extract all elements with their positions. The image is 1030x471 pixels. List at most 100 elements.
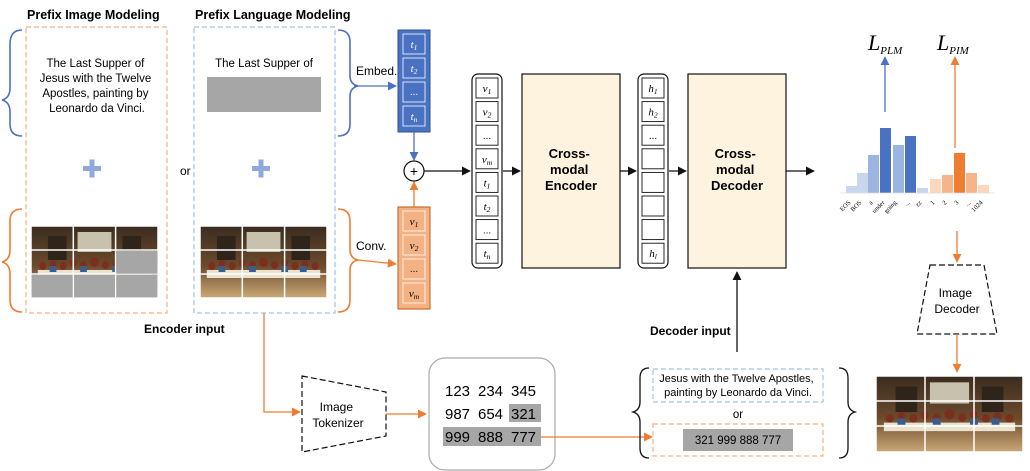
token-code: 321 bbox=[511, 406, 536, 423]
decoder-label: Cross- modal Decoder bbox=[711, 146, 763, 193]
image-tokenizer-label: Image Tokenizer bbox=[312, 400, 363, 430]
text-token-label: tn bbox=[411, 111, 418, 124]
decoder-code-option: 321 999 888 777 bbox=[695, 435, 781, 447]
vocab-label: ... bbox=[964, 199, 973, 208]
token-code: 987 bbox=[445, 406, 470, 423]
cross-modal-decoder-block bbox=[687, 73, 787, 269]
right-brace-image bbox=[337, 208, 359, 313]
token-code: 234 bbox=[478, 383, 503, 400]
hidden-state-cell bbox=[641, 242, 665, 264]
image-token-cell bbox=[402, 210, 426, 232]
loss-pim: LPIM bbox=[936, 30, 970, 57]
code-highlight bbox=[509, 404, 541, 422]
decoder-text-option-box bbox=[652, 368, 824, 403]
distribution-bar bbox=[917, 188, 928, 193]
distribution-bar bbox=[893, 145, 904, 193]
image-decoder-block bbox=[916, 264, 998, 335]
distribution-bar bbox=[966, 173, 977, 193]
distribution-bar bbox=[905, 136, 916, 193]
text-token-label: ... bbox=[410, 87, 418, 98]
image-token-label: ... bbox=[410, 264, 418, 275]
encoder-seq-label: t2 bbox=[484, 201, 491, 214]
encoder-seq-cell bbox=[475, 219, 499, 241]
code-highlight bbox=[443, 427, 541, 446]
masked-patch bbox=[31, 274, 73, 298]
hidden-state-label: ... bbox=[649, 131, 657, 142]
token-code-grid: 123 234 345 987 654 321 999 888 777 bbox=[445, 383, 536, 446]
cross-modal-encoder-block bbox=[521, 73, 621, 269]
hidden-state-cell bbox=[641, 171, 665, 193]
image-token-column: v1 v2 ... vm bbox=[397, 206, 431, 310]
or-label: or bbox=[180, 164, 191, 178]
token-distribution-bars bbox=[840, 128, 995, 194]
encoder-seq-cell bbox=[475, 195, 499, 217]
prefix-image-header: Prefix Image Modeling bbox=[27, 8, 160, 22]
vocab-label: 3 bbox=[953, 199, 960, 206]
hidden-state-label: h1 bbox=[648, 83, 657, 96]
token-code: 654 bbox=[478, 406, 503, 423]
hidden-state-cell bbox=[641, 101, 665, 123]
conv-arrow bbox=[357, 258, 397, 268]
hidden-state-label: h2 bbox=[648, 107, 658, 120]
painting-prefix-image bbox=[30, 225, 159, 299]
encoder-seq-label: ... bbox=[483, 226, 491, 237]
encoder-seq-label: v1 bbox=[483, 83, 492, 96]
distribution-bar bbox=[857, 173, 868, 193]
token-code: 123 bbox=[445, 383, 470, 400]
vocab-label: 2 bbox=[941, 199, 948, 206]
distribution-bar bbox=[954, 153, 965, 193]
text-token-cell bbox=[402, 81, 426, 103]
painting-prefix-language bbox=[199, 225, 328, 299]
decoder-input-label: Decoder input bbox=[650, 324, 731, 338]
text-token-cell bbox=[402, 33, 426, 55]
full-caption-text: The Last Supper of Jesus with the Twelve… bbox=[40, 58, 155, 115]
vocab-label: going bbox=[883, 199, 899, 215]
decoder-code-option-box bbox=[652, 423, 824, 457]
token-code: 888 bbox=[478, 429, 503, 446]
hidden-state-cells: h1 h2... hl bbox=[641, 77, 665, 264]
text-token-label: t2 bbox=[411, 63, 418, 76]
left-brace-image bbox=[1, 208, 23, 313]
image-token-cell bbox=[402, 258, 426, 280]
image-to-tokenizer-arrow bbox=[263, 313, 301, 417]
distribution-bar bbox=[868, 155, 879, 193]
masked-patch bbox=[74, 274, 115, 298]
image-tokenizer-block bbox=[301, 375, 387, 453]
vocab-label: 1024 bbox=[970, 199, 985, 214]
prefix-image-panel bbox=[25, 26, 168, 314]
text-token-cell bbox=[402, 57, 426, 79]
conv-label: Conv. bbox=[356, 239, 386, 253]
plus-icon bbox=[252, 159, 270, 178]
distribution-bar bbox=[978, 185, 989, 193]
image-token-label: v1 bbox=[410, 216, 419, 229]
text-token-cell bbox=[402, 105, 426, 127]
distribution-bar bbox=[846, 186, 857, 193]
image-token-cell bbox=[402, 282, 426, 304]
hidden-state-cell bbox=[641, 77, 665, 99]
encoder-seq-label: ... bbox=[483, 131, 491, 142]
encoder-seq-cell bbox=[475, 124, 499, 146]
embed-label: Embed. bbox=[356, 64, 397, 78]
distribution-bar bbox=[942, 175, 953, 193]
masked-patch bbox=[116, 250, 158, 274]
vocab-label: a bbox=[867, 199, 874, 206]
encoder-seq-cell bbox=[475, 242, 499, 264]
encoder-seq-cell bbox=[475, 77, 499, 99]
masked-caption-block bbox=[207, 77, 321, 112]
loss-plm: LPLM bbox=[867, 30, 903, 57]
encoder-seq-label: tn bbox=[484, 248, 491, 261]
hidden-state-cell bbox=[641, 124, 665, 146]
hidden-state-cell bbox=[641, 148, 665, 170]
decoder-input-left-brace bbox=[630, 367, 650, 459]
prefix-caption-text: The Last Supper of bbox=[215, 58, 314, 70]
encoder-label: Cross- modal Encoder bbox=[545, 146, 597, 193]
distribution-bar bbox=[880, 128, 891, 193]
image-token-label: v2 bbox=[410, 240, 419, 253]
hidden-state-label: hl bbox=[649, 248, 657, 261]
decoder-code-option-fill bbox=[683, 429, 793, 451]
distribution-bar bbox=[930, 179, 941, 193]
token-code: 777 bbox=[511, 429, 536, 446]
